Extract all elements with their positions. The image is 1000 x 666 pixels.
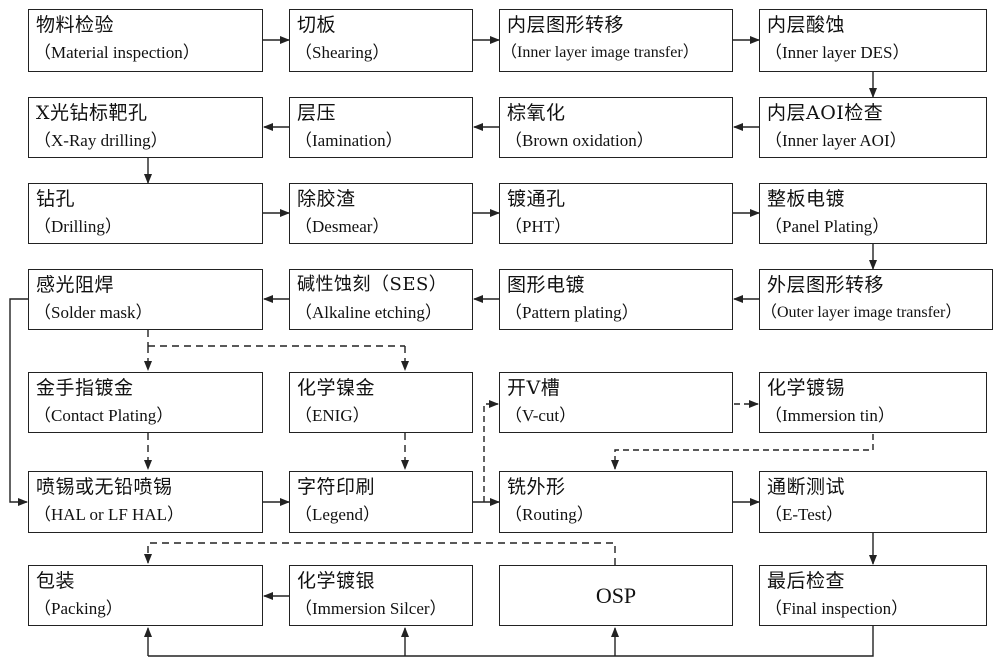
node-cn-label: 金手指镀金 (36, 377, 134, 399)
dashed-immersion-tin-to-routing (611, 434, 874, 470)
node-cn-label: 喷锡或无铅喷锡 (36, 476, 173, 498)
node-inner-layer-des: 内层酸蚀 （Inner layer DES） (759, 9, 987, 72)
node-cn-label: 碱性蚀刻（SES） (297, 274, 448, 295)
node-outer-layer-image-transfer: 外层图形转移 （Outer layer image transfer） (759, 269, 993, 330)
node-en-label: （Iamination） (295, 131, 403, 150)
node-en-label: （Alkaline etching） (295, 303, 442, 322)
dashed-legend-to-vcut (483, 400, 499, 502)
node-en-label: （Desmear） (295, 217, 390, 236)
node-en-label: （Contact Plating） (34, 406, 174, 425)
node-en-label: （Pattern plating） (505, 303, 639, 322)
node-en-label: （Brown oxidation） (505, 131, 654, 150)
dashed-solder-mask-branch (147, 330, 405, 347)
node-cn-label: 内层AOI检查 (767, 102, 884, 124)
node-xray-drilling: X光钻标靶孔 （X-Ray drilling） (28, 97, 263, 158)
node-packing: 包装 （Packing） (28, 565, 263, 626)
node-en-label: （Legend） (295, 505, 380, 524)
node-single-label: OSP (595, 582, 637, 608)
node-cn-label: 字符印刷 (297, 476, 376, 498)
node-cn-label: 感光阻焊 (36, 274, 115, 296)
node-en-label: （Immersion tin） (765, 406, 895, 425)
node-cn-label: 化学镀银 (297, 570, 376, 592)
node-enig: 化学镍金 （ENIG） (289, 372, 473, 433)
node-e-test: 通断测试 （E-Test） (759, 471, 987, 533)
node-en-label: （Inner layer AOI） (765, 131, 907, 150)
node-en-label: （Final inspection） (765, 599, 909, 618)
node-brown-oxidation: 棕氧化 （Brown oxidation） (499, 97, 733, 158)
node-en-label: （Packing） (34, 599, 123, 618)
node-final-inspection: 最后检查 （Final inspection） (759, 565, 987, 626)
arrow-solder-mask-to-hal (9, 298, 28, 506)
node-material-inspection: 物料检验 （Material inspection） (28, 9, 263, 72)
node-cn-label: 外层图形转移 (767, 274, 885, 296)
node-en-label: （Immersion Silcer） (295, 599, 447, 618)
node-en-label: （Drilling） (34, 217, 122, 236)
node-en-label: （ENIG） (295, 406, 370, 425)
node-lamination: 层压 （Iamination） (289, 97, 473, 158)
node-hal: 喷锡或无铅喷锡 （HAL or LF HAL） (28, 471, 263, 533)
node-cn-label: 化学镍金 (297, 377, 376, 399)
node-drilling: 钻孔 （Drilling） (28, 183, 263, 244)
node-cn-label: 内层图形转移 (507, 14, 625, 36)
node-inner-layer-aoi: 内层AOI检查 （Inner layer AOI） (759, 97, 987, 158)
node-cn-label: 最后检查 (767, 570, 846, 592)
node-en-label: （Inner layer image transfer） (501, 44, 699, 61)
node-cn-label: X光钻标靶孔 (36, 102, 148, 124)
node-desmear: 除胶渣 （Desmear） (289, 183, 473, 244)
node-cn-label: 除胶渣 (297, 188, 356, 210)
node-cn-label: 层压 (297, 102, 337, 124)
node-alkaline-etching: 碱性蚀刻（SES） （Alkaline etching） (289, 269, 473, 330)
node-cn-label: 化学镀锡 (767, 377, 846, 399)
node-en-label: （Shearing） (295, 43, 390, 62)
node-cn-label: 棕氧化 (507, 102, 566, 124)
node-en-label: （HAL or LF HAL） (34, 505, 184, 524)
node-en-label: （E-Test） (765, 505, 844, 524)
node-solder-mask: 感光阻焊 （Solder mask） (28, 269, 263, 330)
node-routing: 铣外形 （Routing） (499, 471, 733, 533)
node-en-label: （X-Ray drilling） (34, 131, 168, 150)
node-pattern-plating: 图形电镀 （Pattern plating） (499, 269, 733, 330)
node-cn-label: 内层酸蚀 (767, 14, 846, 36)
node-cn-label: 包装 (36, 570, 76, 592)
node-en-label: （PHT） (505, 217, 572, 236)
node-en-label: （Material inspection） (34, 43, 200, 62)
node-en-label: （Solder mask） (34, 303, 153, 322)
node-en-label: （Outer layer image transfer） (761, 304, 962, 321)
node-cn-label: 切板 (297, 14, 337, 36)
node-inner-layer-image-transfer: 内层图形转移 （Inner layer image transfer） (499, 9, 733, 72)
node-contact-plating: 金手指镀金 （Contact Plating） (28, 372, 263, 433)
node-pht: 镀通孔 （PHT） (499, 183, 733, 244)
node-cn-label: 铣外形 (507, 476, 566, 498)
node-cn-label: 图形电镀 (507, 274, 586, 296)
node-en-label: （Routing） (505, 505, 594, 524)
node-legend: 字符印刷 （Legend） (289, 471, 473, 533)
node-cn-label: 整板电镀 (767, 188, 846, 210)
node-immersion-tin: 化学镀锡 （Immersion tin） (759, 372, 987, 433)
node-en-label: （Panel Plating） (765, 217, 890, 236)
node-cn-label: 物料检验 (36, 14, 115, 36)
node-shearing: 切板 （Shearing） (289, 9, 473, 72)
node-cn-label: 镀通孔 (507, 188, 566, 210)
node-immersion-silver: 化学镀银 （Immersion Silcer） (289, 565, 473, 626)
node-cn-label: 通断测试 (767, 476, 846, 498)
node-cn-label: 钻孔 (36, 188, 76, 210)
dashed-osp-to-packing (144, 542, 616, 565)
node-en-label: （V-cut） (505, 406, 577, 425)
return-line-final (148, 626, 874, 657)
node-vcut: 开V槽 （V-cut） (499, 372, 733, 433)
node-osp: OSP (499, 565, 733, 626)
node-en-label: （Inner layer DES） (765, 43, 910, 62)
node-cn-label: 开V槽 (507, 377, 561, 399)
node-panel-plating: 整板电镀 （Panel Plating） (759, 183, 987, 244)
